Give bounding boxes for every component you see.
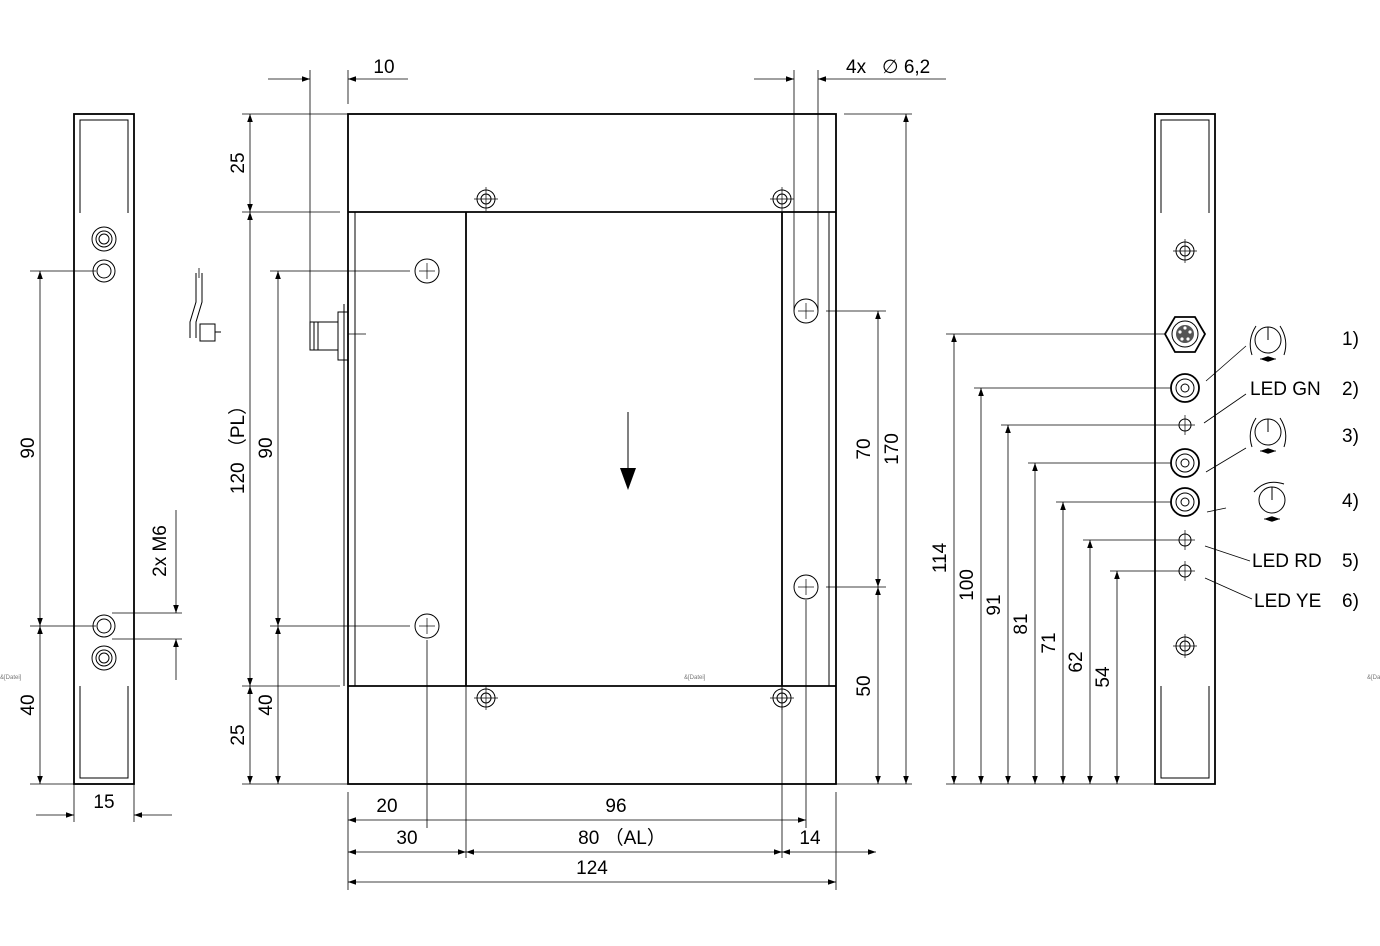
- dim-w30: 30: [396, 828, 417, 849]
- m12-connector: [309, 311, 366, 361]
- dim-hole-pitch-vertical: 90: [256, 437, 277, 458]
- front-view: [242, 70, 946, 890]
- dial-symbol-3: [1253, 481, 1286, 522]
- led-green: [1175, 415, 1195, 435]
- legend-led-gn: LED GN: [1250, 379, 1321, 400]
- legend-labels: 1) LED GN 2) 3) 4) LED RD 5) LED YE 6): [1250, 329, 1359, 612]
- dim-side-width: 15: [93, 792, 114, 813]
- connector-socket: [1163, 316, 1207, 353]
- dim-main-bottom: 40: [256, 694, 277, 715]
- dim-al: 80 （AL）: [578, 827, 666, 849]
- dim-h54: 54: [1093, 666, 1114, 688]
- dim-hole-diameter: ∅ 6,2: [882, 57, 930, 78]
- side-screw-bottom: [1173, 634, 1197, 658]
- dim-left-bottom: 40: [18, 694, 39, 715]
- watermark-right: &[Datei]: [1367, 675, 1380, 681]
- dial-symbol-1: [1249, 325, 1287, 362]
- mount-hole-left-bottom: [414, 613, 440, 639]
- screw-bl: [474, 686, 498, 710]
- legend-item-6: 6): [1342, 591, 1359, 612]
- led-yellow: [1175, 561, 1195, 581]
- dim-overall-height: 170: [882, 433, 903, 465]
- dim-right-upper: 70: [854, 438, 875, 459]
- dim-pl-height: 120 （PL）: [227, 396, 249, 494]
- dim-thread: 2x M6: [150, 525, 171, 577]
- dim-top-width: 10: [373, 57, 394, 78]
- dim-holes-spec: 4x: [846, 57, 867, 78]
- dim-overall-width: 124: [576, 858, 608, 879]
- dim-w14: 14: [799, 828, 821, 849]
- sensing-direction-arrow: [620, 412, 636, 490]
- dim-top-margin: 25: [228, 152, 249, 173]
- legend-item-3: 3): [1342, 426, 1359, 447]
- legend-item-2: 2): [1342, 379, 1359, 400]
- mount-hole-right-bottom: [793, 574, 819, 600]
- led-red: [1175, 530, 1195, 550]
- left-side-view: [30, 113, 182, 822]
- dim-w20: 20: [376, 796, 397, 817]
- legend-item-1: 1): [1342, 329, 1359, 350]
- dim-right-lower: 50: [854, 675, 875, 696]
- dial-symbol-2: [1249, 417, 1287, 454]
- dim-h62: 62: [1066, 651, 1087, 672]
- side-screw-top: [1173, 239, 1197, 263]
- mount-hole-right-top: [793, 298, 819, 324]
- dim-h81: 81: [1011, 613, 1032, 634]
- legend-item-4: 4): [1342, 491, 1359, 512]
- watermark-center: &[Datei]: [684, 675, 706, 681]
- dimension-labels: 10 4x ∅ 6,2 25 120 （PL） 25 90 40 90 40 2…: [18, 57, 1114, 879]
- legend-item-5: 5): [1342, 551, 1359, 572]
- dim-h91: 91: [984, 594, 1005, 615]
- mount-hole-left-top: [414, 258, 440, 284]
- dim-bottom-margin: 25: [228, 724, 249, 745]
- watermark-left: &[Datei]: [0, 675, 22, 681]
- dim-h71: 71: [1039, 632, 1060, 653]
- screw-tl: [474, 187, 498, 211]
- legend-led-rd: LED RD: [1252, 551, 1322, 572]
- cable-connector: [189, 268, 221, 342]
- dim-w96: 96: [605, 796, 626, 817]
- potentiometer-1: [1170, 373, 1200, 403]
- dim-h114: 114: [930, 542, 951, 573]
- legend-led-ye: LED YE: [1254, 591, 1321, 612]
- right-side-view: [946, 113, 1287, 785]
- dim-h100: 100: [957, 569, 978, 601]
- dim-left-hole-vertical: 90: [18, 437, 39, 458]
- screw-tr: [770, 187, 794, 211]
- potentiometer-2: [1170, 448, 1200, 478]
- potentiometer-3: [1170, 487, 1200, 517]
- file-watermarks: &[Datei] &[Datei] &[Datei]: [0, 675, 1380, 681]
